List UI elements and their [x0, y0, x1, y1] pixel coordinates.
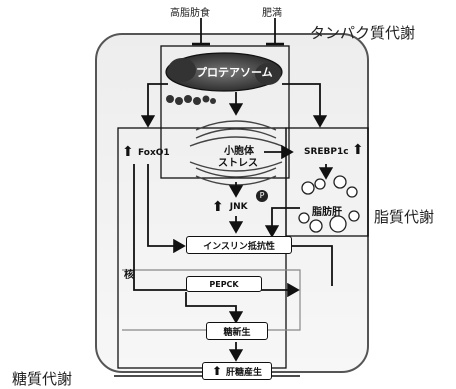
jnk-box: ⬆ JNK [212, 198, 262, 216]
er-stripes [189, 120, 283, 186]
er-stress-label-2: ストレス [218, 158, 258, 169]
fatty-liver-label: 脂肪肝 [312, 207, 342, 218]
gluconeogenesis-box: 糖新生 [206, 322, 268, 340]
hepatic-glucose-box: ⬆ 肝糖産生 [202, 362, 272, 380]
obesity-label: 肥満 [262, 8, 282, 19]
protein-fragments [166, 95, 216, 105]
insulin-resistance-box: インスリン抵抗性 [186, 236, 292, 254]
pepck-box: PEPCK [186, 276, 262, 292]
phospho-badge: P [256, 190, 268, 202]
srebp1c-up-icon: ⬆ [352, 142, 364, 158]
hepatic-glucose-label: 肝糖産生 [226, 367, 263, 378]
lipid-droplets [298, 175, 360, 233]
protein-metabolism-label: タンパク質代謝 [310, 24, 416, 42]
foxo1-label: FoxO1 [138, 148, 170, 158]
jnk-label: JNK [229, 202, 248, 212]
high-fat-diet-label: 高脂肪食 [170, 8, 210, 19]
glucose-metabolism-label: 糖質代謝 [12, 370, 73, 388]
jnk-up-icon: ⬆ [212, 199, 224, 215]
proteasome-cloud [165, 52, 283, 92]
proteasome-label: プロテアソーム [196, 66, 273, 79]
nucleus-label: 核 [124, 270, 134, 281]
hepatic-glucose-up-icon: ⬆ [211, 364, 223, 378]
lipid-metabolism-label: 脂質代謝 [374, 208, 435, 226]
foxo1-up-icon: ⬆ [122, 144, 134, 160]
er-stress-label-1: 小胞体 [224, 146, 254, 157]
protein-frame [160, 45, 290, 179]
srebp1c-label: SREBP1c [304, 147, 349, 157]
lipid-frame [285, 127, 369, 237]
